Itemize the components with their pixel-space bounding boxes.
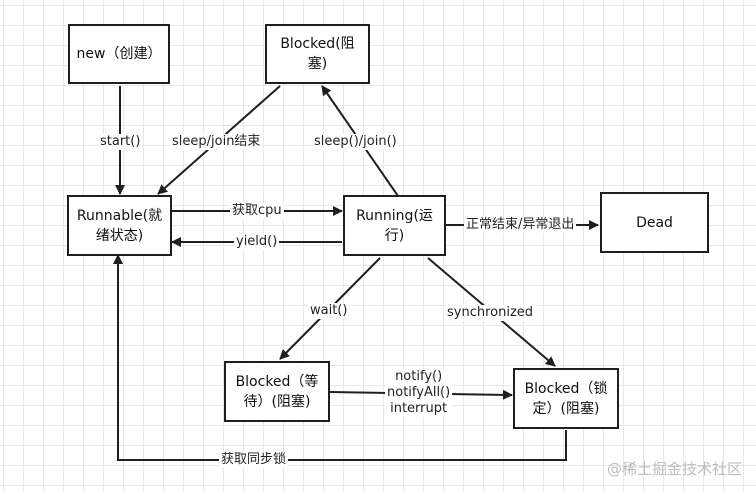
label-notify: notify()	[395, 369, 443, 384]
state-blocked-sleep: Blocked(阻塞)	[265, 24, 370, 84]
label-synchronized: synchronized	[445, 305, 536, 321]
label-start: start()	[98, 134, 143, 150]
state-blocked-wait-label: Blocked（等待）(阻塞)	[235, 373, 319, 410]
state-new-label: new（创建）	[76, 46, 162, 62]
label-interrupt: interrupt	[390, 401, 448, 416]
label-sleep-join-end: sleep/join结束	[170, 134, 263, 150]
label-notify-group: notify() notifyAll() interrupt	[385, 369, 453, 417]
arrow-get-sync-lock	[113, 254, 567, 461]
label-get-sync-lock: 获取同步锁	[219, 452, 289, 468]
state-running-label: Running(运行)	[356, 207, 433, 244]
label-notify-all: notifyAll()	[387, 385, 451, 400]
label-yield: yield()	[234, 234, 280, 250]
label-wait: wait()	[308, 303, 350, 319]
label-normal-end: 正常结束/异常退出	[464, 217, 577, 233]
state-blocked-wait: Blocked（等待）(阻塞)	[224, 361, 330, 422]
state-runnable: Runnable(就绪状态)	[67, 195, 172, 256]
state-dead: Dead	[600, 192, 709, 253]
watermark: @稀土掘金技术社区	[606, 460, 742, 478]
state-blocked-sleep-label: Blocked(阻塞)	[280, 36, 355, 72]
state-dead-label: Dead	[636, 214, 673, 231]
label-sleep-join: sleep()/join()	[312, 134, 399, 150]
state-running: Running(运行)	[343, 195, 446, 256]
label-get-cpu: 获取cpu	[230, 203, 284, 219]
state-runnable-label: Runnable(就绪状态)	[76, 207, 163, 244]
state-blocked-lock: Blocked（锁定）(阻塞)	[513, 368, 619, 429]
state-blocked-lock-label: Blocked（锁定）(阻塞)	[524, 380, 608, 417]
state-new: new（创建）	[68, 24, 170, 84]
